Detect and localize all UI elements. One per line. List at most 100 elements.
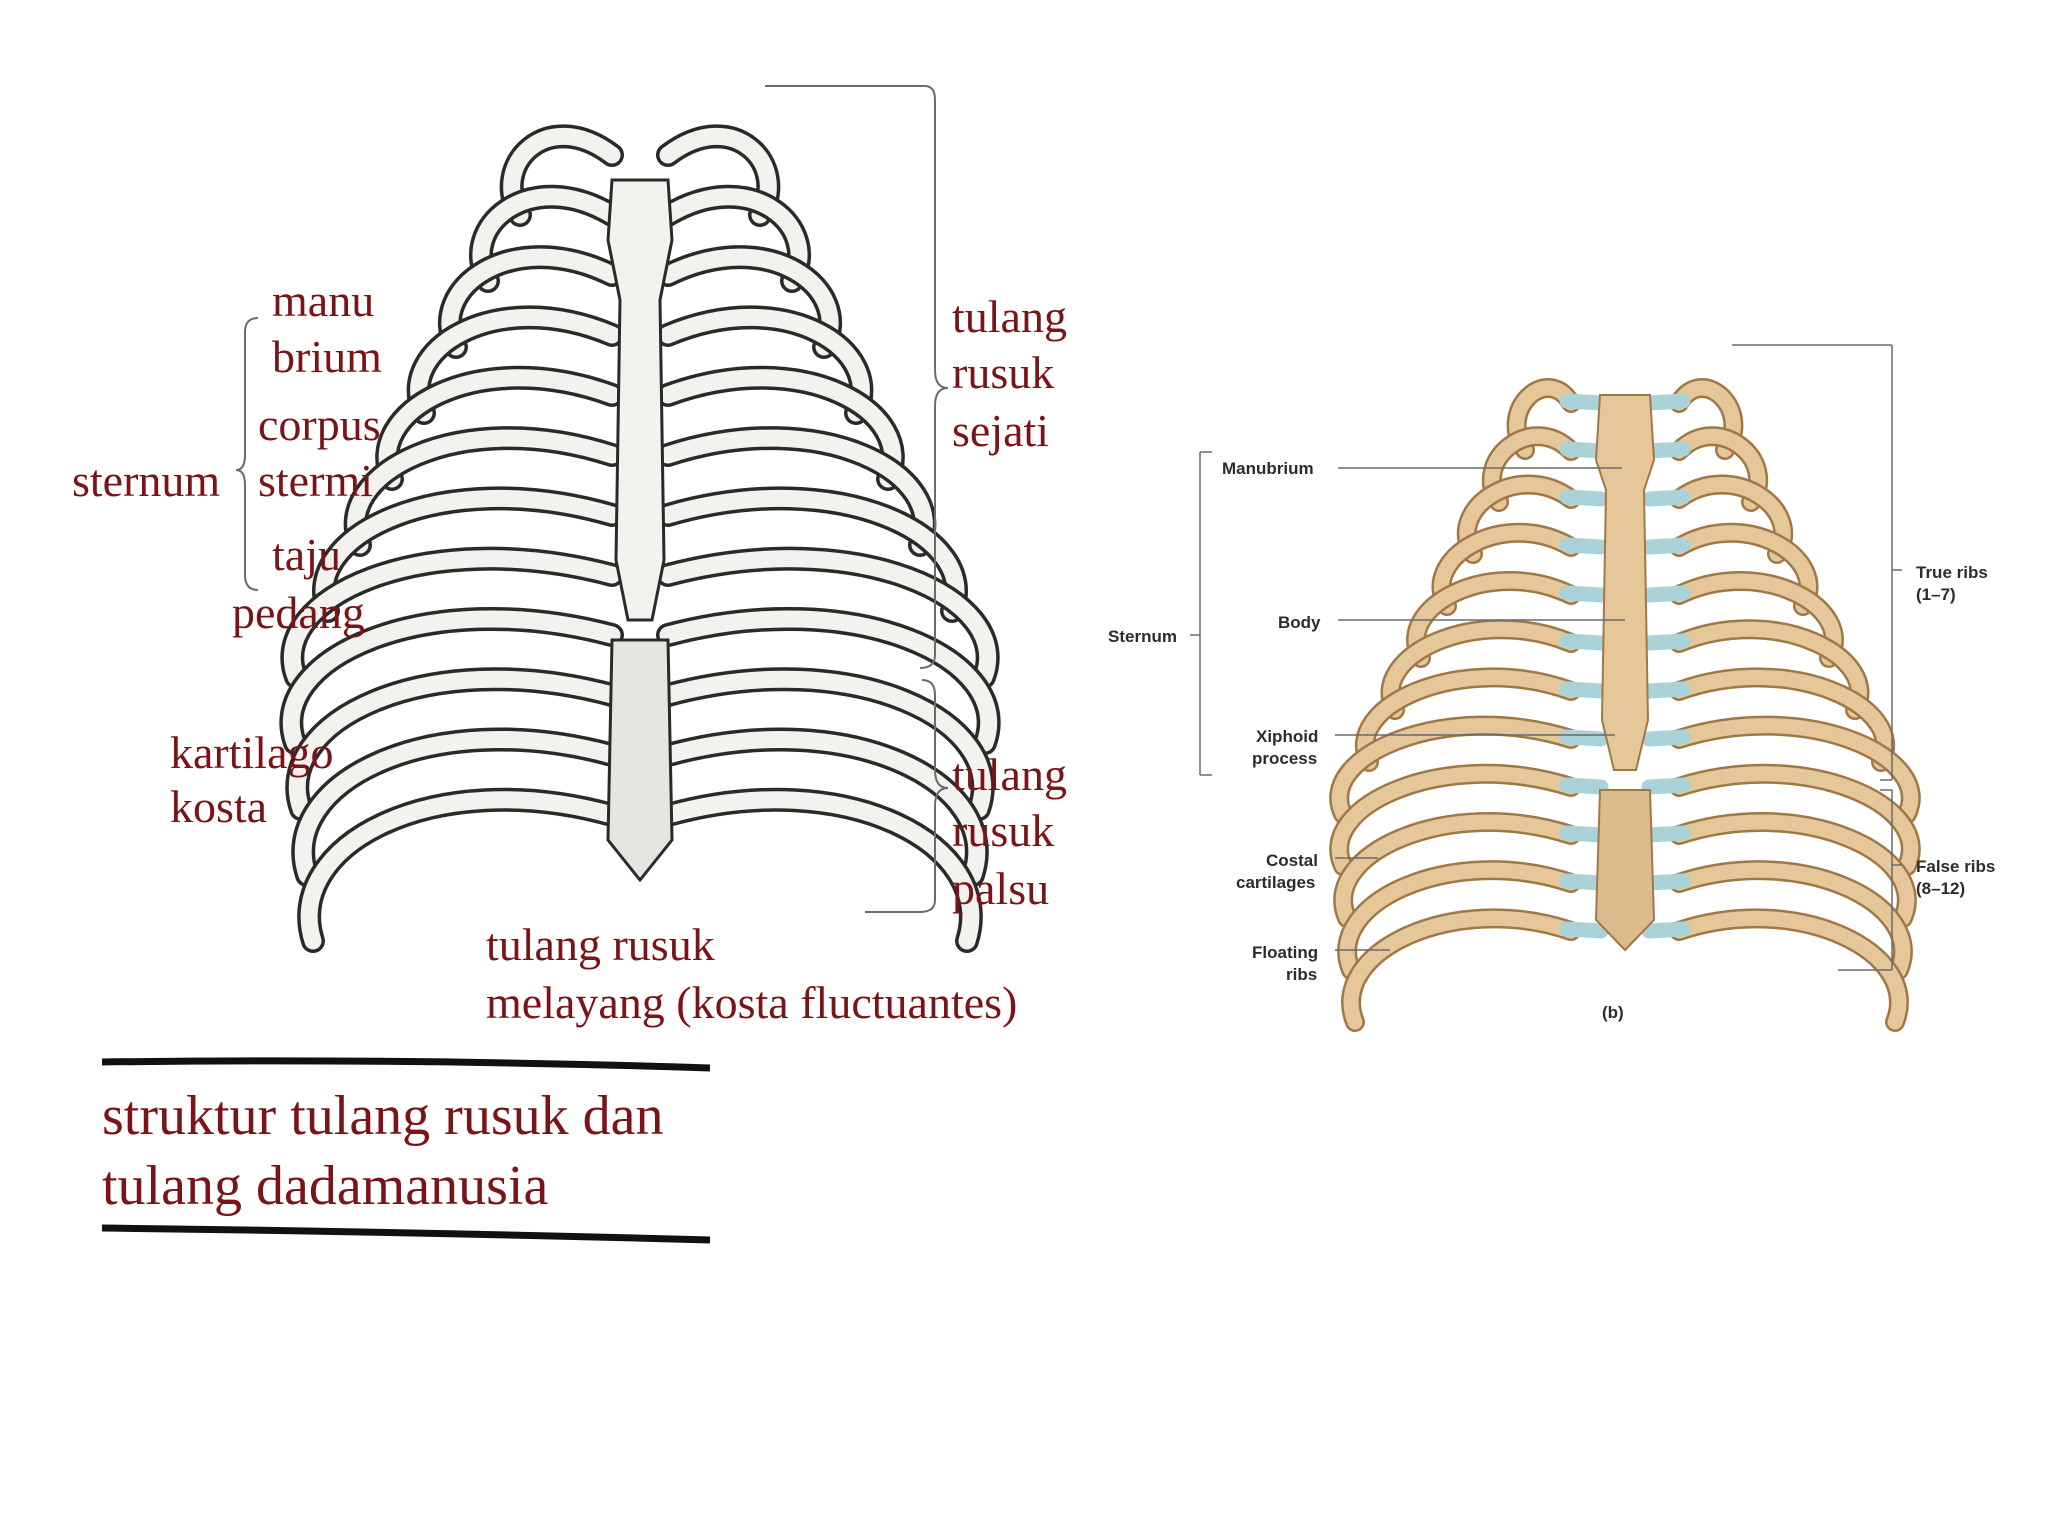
right-costal-cartilage [1559,441,1609,459]
right-ribs [1329,378,1921,1032]
right-label-costal-1: Costal [1266,851,1318,870]
label-brium: brium [272,331,382,382]
right-costal-cartilage [1641,441,1691,459]
label-taju: taju [272,529,341,580]
right-rib-fill [1383,621,1579,718]
right-label-sternum: Sternum [1108,627,1177,646]
right-rib-fill [1671,621,1867,718]
right-label-floating-1: Floating [1252,943,1319,962]
right-panel-label: (b) [1602,1003,1624,1022]
left-rib-fill [347,429,621,554]
caption-line-1: struktur tulang rusuk dan [102,1085,664,1147]
left-rib-fill [659,369,902,488]
left-rib-fill [659,550,997,686]
right-label-false-ribs-1: False ribs [1916,857,1996,876]
right-sternum-bone [1594,394,1656,952]
label-corpus: corpus [258,399,381,450]
right-rib-fill [1671,766,1919,874]
label-floating-ribs-1: tulang rusuk [486,919,715,970]
left-rib-fill [283,550,621,686]
right-costal-cartilage [1641,729,1691,747]
right-costal-cartilage [1559,537,1609,555]
right-costal-cartilage [1559,393,1609,411]
left-rib-fill [659,731,986,884]
right-rib-fill [1671,573,1842,666]
right-costal-cartilage [1641,777,1691,795]
right-costal-cartilage [1641,873,1691,891]
left-rib-fill [410,309,621,422]
label-stermi: stermi [258,455,373,506]
right-rib-fill [1671,669,1893,770]
caption-top-rule [101,1057,711,1072]
left-rib-fill [659,791,980,950]
right-rib-fill [1671,814,1915,926]
left-true-ribs-bracket [765,85,949,669]
right-rib-fill [1671,910,1907,1030]
label-false-ribs-1: tulang [952,749,1067,800]
left-rib-fill [300,791,621,950]
left-false-ribs-bracket [865,679,949,913]
right-rib-fill [1335,814,1579,926]
right-costal-cartilage [1641,633,1691,651]
left-sternum-shape [606,178,674,622]
right-rib [1341,908,1581,1032]
right-label-true-ribs-1: True ribs [1916,563,1988,582]
label-manu: manu [272,275,375,326]
right-rib-fill [1671,718,1919,822]
left-rib-fill [659,309,870,422]
caption-bottom-rule [101,1224,711,1244]
label-kosta: kosta [170,781,268,832]
right-label-floating-2: ribs [1286,965,1318,984]
left-rib-fill [294,731,621,884]
label-true-ribs-2: rusuk [952,347,1055,398]
right-costal-cartilage [1559,633,1609,651]
right-rib-fill [1343,910,1579,1030]
right-rib-fill [1408,573,1579,666]
caption-line-2: tulang dadamanusia [102,1155,549,1217]
right-label-true-ribs-2: (1–7) [1916,585,1956,604]
left-rib-fill [659,670,992,818]
label-true-ribs-1: tulang [952,291,1067,342]
right-sternum-shape [1594,394,1656,771]
right-costal-cartilage [1559,825,1609,843]
right-costal-cartilage [1641,825,1691,843]
right-rib-fill [1434,525,1579,614]
right-label-body: Body [1278,613,1321,632]
label-true-ribs-3: sejati [952,405,1050,456]
left-rib-fill [659,429,933,554]
right-label-xiphoid-2: process [1252,749,1318,768]
left-rib-fill [659,610,998,752]
right-rib-fill [1339,862,1579,978]
right-costal-cartilage [1559,489,1609,507]
right-leader-lines [1190,344,1902,971]
right-label-manubrium: Manubrium [1222,459,1314,478]
right-costal-cartilage [1559,585,1609,603]
right-rib-fill [1357,669,1579,770]
label-false-ribs-2: rusuk [952,805,1055,856]
left-sternum-bracket [235,317,259,591]
right-label-costal-2: cartilages [1236,873,1316,892]
right-costal-cartilage [1641,537,1691,555]
left-rib-fill [441,248,621,356]
right-label-false-ribs-2: (8–12) [1916,879,1966,898]
label-false-ribs-3: palsu [952,863,1050,914]
label-floating-ribs-2: melayang (kosta fluctuantes) [486,977,1018,1028]
right-costal-cartilage [1641,681,1691,699]
right-costal-cartilage [1559,681,1609,699]
left-rib-fill [659,248,839,356]
right-rib-fill [1331,766,1579,874]
left-sternum-bone [606,178,674,883]
label-pedang: pedang [232,587,365,638]
right-costal-cartilage [1559,729,1609,747]
right-label-xiphoid-1: Xiphoid [1256,727,1319,746]
right-rib-fill [1671,525,1816,614]
right-costal-cartilage [1559,777,1609,795]
right-costal-cartilage [1641,489,1691,507]
right-costal-cartilage [1559,873,1609,891]
left-rib-fill [378,369,621,488]
right-spine-shape [1594,789,1656,952]
left-ribs [279,124,1001,953]
right-costal-cartilage [1641,585,1691,603]
